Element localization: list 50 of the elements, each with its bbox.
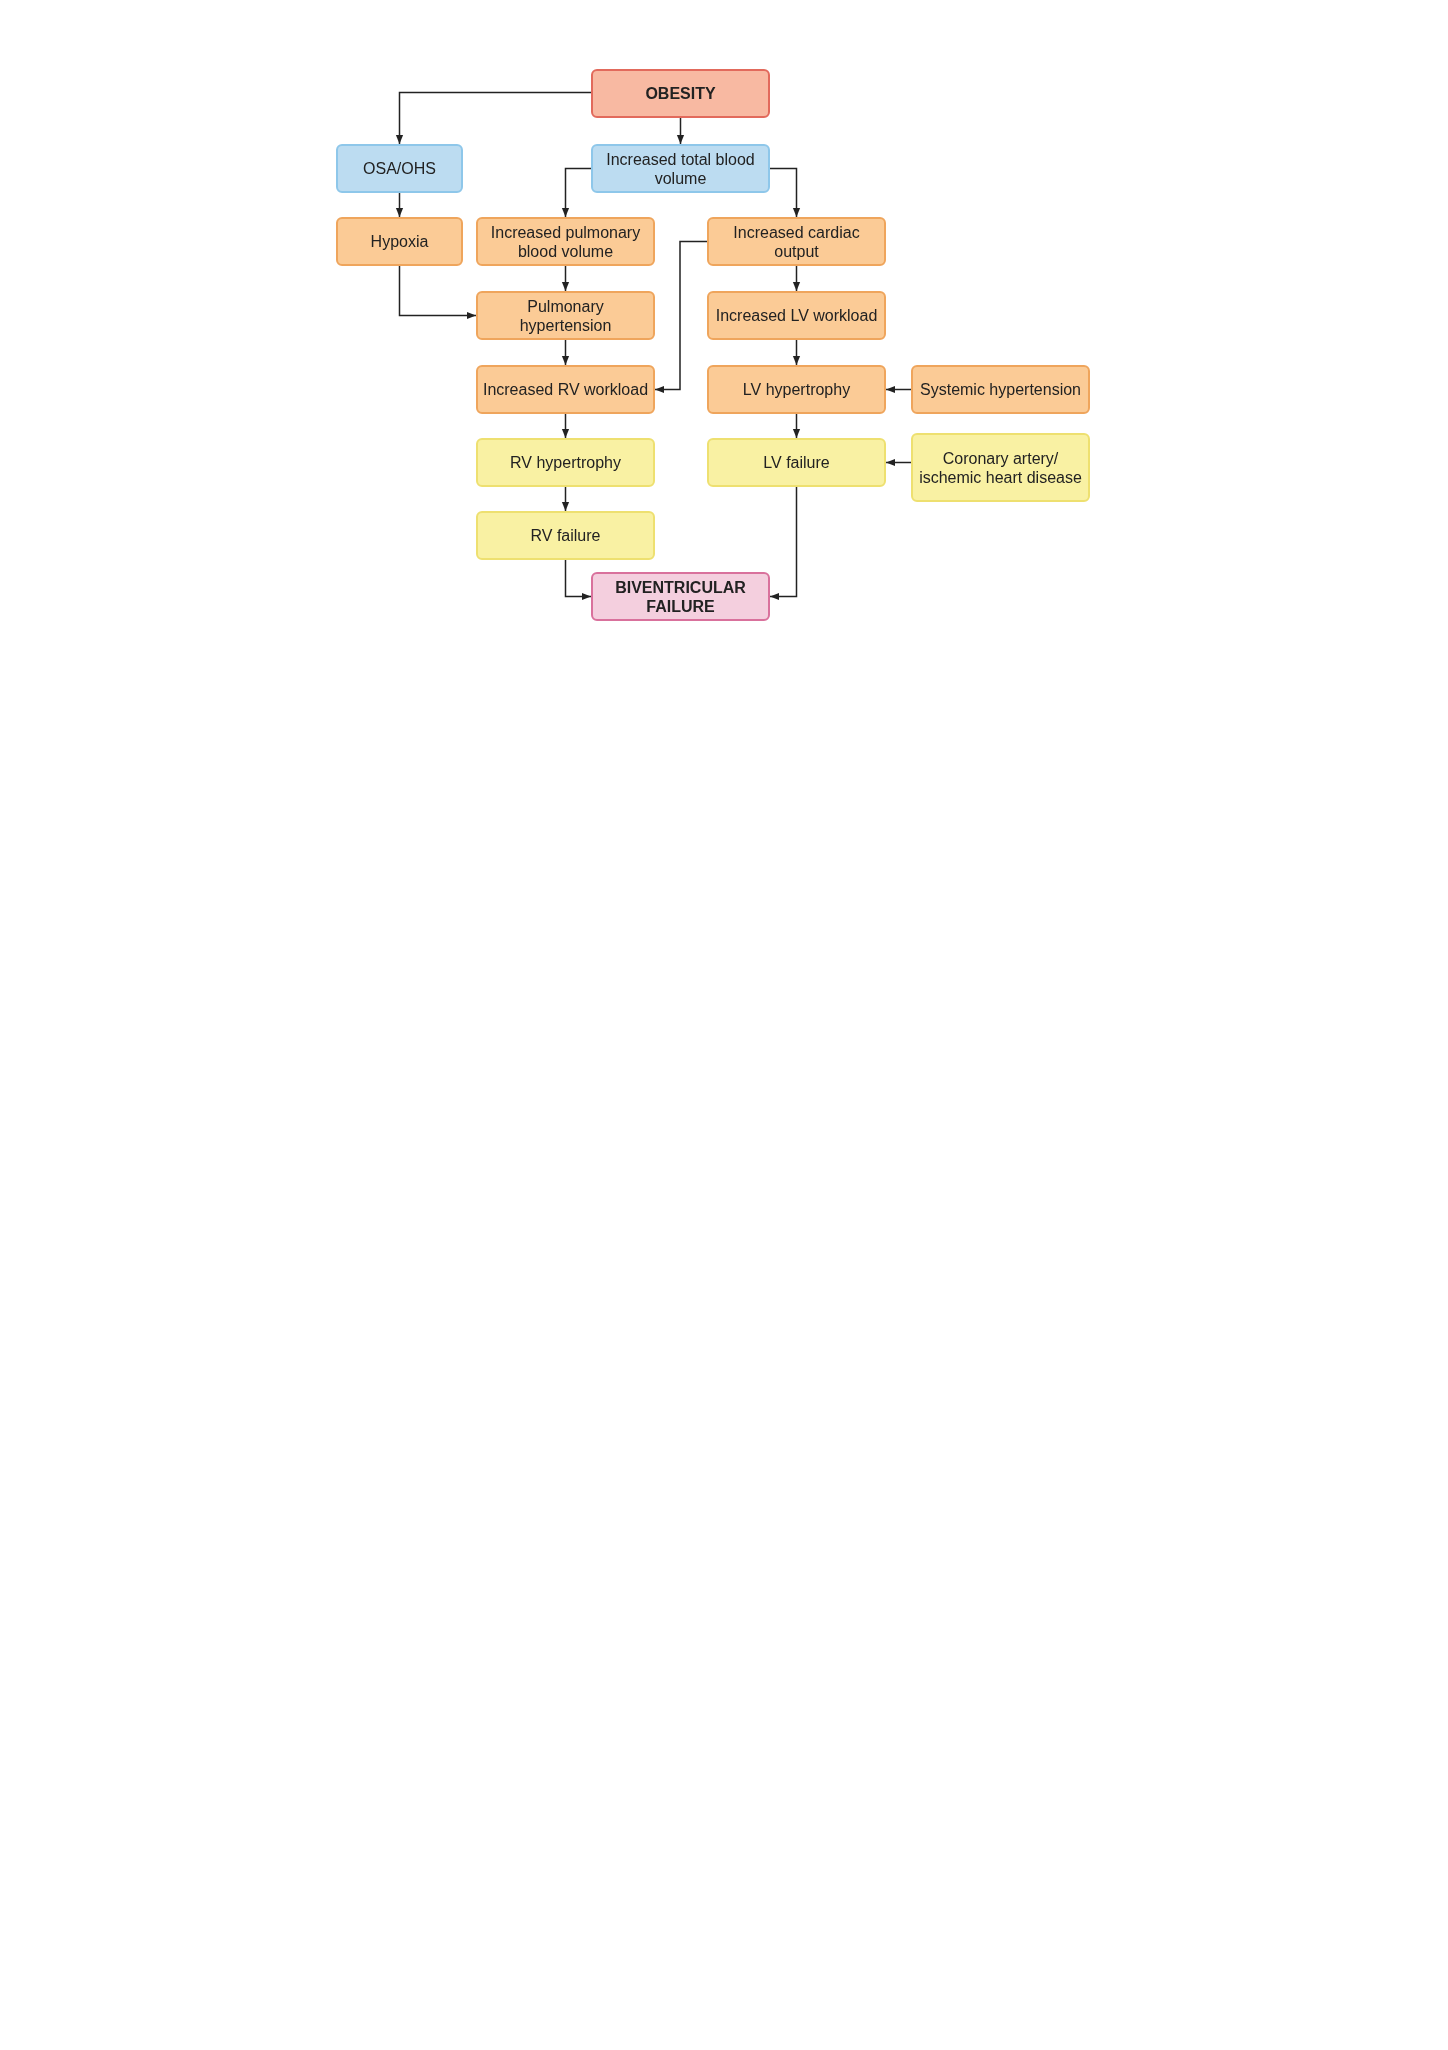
arrow — [792, 413, 801, 439]
arrow — [564, 559, 592, 601]
box-label: Increased LV workload — [714, 306, 879, 325]
arrow — [561, 339, 570, 366]
box-label: LV failure — [762, 453, 831, 472]
process-box — [911, 433, 1090, 502]
box-label: Increased RV workload — [481, 380, 650, 399]
process-box — [476, 438, 655, 487]
process-box — [707, 365, 886, 414]
arrow — [395, 192, 404, 218]
process-box — [336, 217, 463, 266]
box-label: OSA/OHS — [362, 159, 437, 178]
box-label: LV hypertrophy — [741, 380, 852, 399]
arrow — [792, 339, 801, 366]
process-box — [591, 144, 770, 193]
box-label: Increased total blood volume — [605, 149, 756, 188]
arrow — [769, 486, 798, 601]
arrow — [654, 240, 708, 394]
box-label: OBESITY — [644, 84, 717, 103]
process-box — [476, 217, 655, 266]
box-label: Systemic hypertension — [919, 380, 1082, 399]
arrow — [561, 265, 570, 292]
process-box — [591, 572, 770, 621]
process-box — [707, 217, 886, 266]
process-box — [336, 144, 463, 193]
arrow — [792, 265, 801, 292]
arrow — [561, 486, 570, 512]
box-label: RV failure — [529, 526, 602, 545]
process-box — [911, 365, 1090, 414]
arrow — [395, 91, 592, 145]
box-label: Pulmonary hypertension — [518, 296, 613, 335]
box-label: Increased pulmonary blood volume — [489, 222, 642, 261]
box-label: Coronary artery/ ischemic heart disease — [918, 448, 1083, 487]
arrow — [885, 385, 912, 394]
arrow — [398, 265, 477, 320]
box-label: Hypoxia — [369, 232, 430, 251]
process-box — [707, 291, 886, 340]
arrow — [561, 413, 570, 439]
arrow — [885, 458, 912, 467]
process-box — [476, 365, 655, 414]
process-box — [476, 511, 655, 560]
process-box — [476, 291, 655, 340]
process-box — [707, 438, 886, 487]
arrow — [769, 167, 801, 218]
box-label: RV hypertrophy — [509, 453, 622, 472]
box-label: BIVENTRICULAR FAILURE — [614, 577, 747, 616]
arrow — [561, 167, 592, 218]
arrow — [676, 117, 685, 145]
box-label: Increased cardiac output — [732, 222, 861, 261]
process-box — [591, 69, 770, 118]
